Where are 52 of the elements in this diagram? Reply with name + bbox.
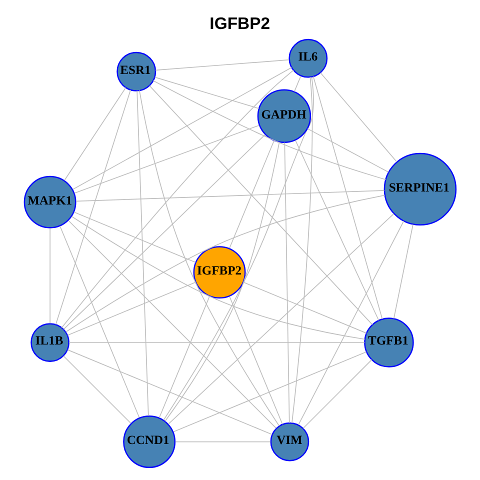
connector — [173, 351, 367, 432]
connector — [174, 441, 271, 442]
diagram-title: IGFBP2 — [210, 14, 270, 33]
connector — [67, 349, 272, 435]
connector — [72, 67, 292, 190]
connector — [168, 213, 394, 424]
connector — [76, 190, 385, 202]
connector — [138, 90, 280, 426]
connector — [307, 128, 389, 173]
connector — [71, 216, 366, 340]
connector — [64, 87, 126, 181]
connector — [229, 296, 283, 425]
connector — [294, 76, 302, 92]
node-circle: IL1B — [30, 323, 70, 362]
connector — [63, 356, 132, 424]
node-circle: CCND1 — [123, 416, 176, 468]
connector — [68, 342, 366, 343]
connector — [302, 359, 372, 429]
node-circle: VIM — [270, 422, 310, 462]
connector — [284, 142, 290, 424]
node-circle: GAPDH — [257, 89, 312, 143]
connector — [61, 70, 294, 328]
connector — [74, 124, 260, 194]
node-circle: TGFB1 — [364, 318, 414, 368]
connector — [393, 224, 414, 319]
node-circle: IGFBP2 — [193, 246, 246, 299]
connector — [149, 85, 373, 326]
connector — [55, 89, 131, 325]
connector — [164, 142, 280, 422]
node-circle: IL6 — [288, 38, 328, 78]
connector — [295, 140, 380, 321]
connector — [67, 282, 196, 336]
connector — [158, 296, 210, 418]
connector — [65, 194, 386, 332]
connector — [60, 226, 140, 418]
connector — [68, 220, 277, 429]
connector — [298, 220, 404, 426]
connector — [312, 76, 383, 320]
connector — [229, 140, 274, 249]
connector — [320, 72, 398, 162]
connector — [292, 76, 313, 424]
connector — [63, 134, 266, 330]
connector — [152, 80, 386, 180]
connector — [155, 59, 290, 71]
connector — [243, 282, 367, 334]
connector — [74, 212, 196, 263]
node-circle: SERPINE1 — [384, 152, 457, 226]
connector — [154, 76, 260, 109]
connector — [163, 76, 314, 420]
node-circle: ESR1 — [116, 52, 156, 92]
connector — [136, 90, 149, 416]
node-circle: MAPK1 — [24, 176, 76, 228]
